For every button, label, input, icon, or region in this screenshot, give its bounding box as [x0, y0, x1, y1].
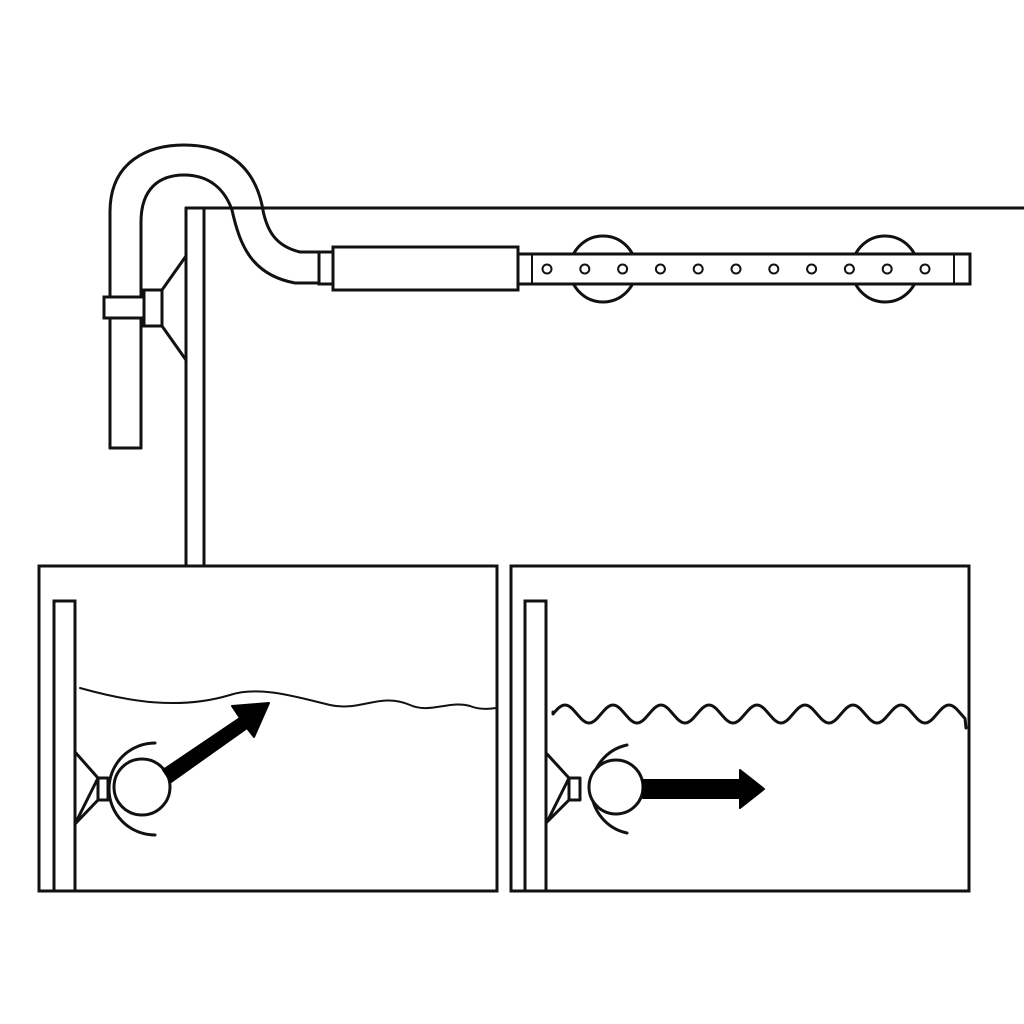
tank-wall — [52, 599, 77, 893]
pipe-connector — [331, 245, 520, 292]
spray-hole — [730, 263, 742, 275]
flow-arrow-icon — [162, 702, 270, 783]
spray-hole — [768, 263, 780, 275]
panel-left-frame — [37, 564, 499, 893]
u-shaped-pipe-icon — [108, 143, 335, 450]
spray-hole — [654, 263, 666, 275]
spray-hole — [692, 263, 704, 275]
spray-bar-icon — [516, 252, 972, 286]
pipe-clip — [102, 288, 164, 328]
spray-hole — [617, 263, 629, 275]
spray-hole — [541, 263, 553, 275]
round-nozzle-icon — [587, 743, 645, 835]
round-nozzle-icon — [107, 741, 172, 837]
suction-cup-icon — [160, 254, 188, 362]
spray-hole — [579, 263, 591, 275]
spray-bar-holes — [541, 263, 931, 275]
tank-left-wall — [184, 206, 206, 568]
water-surface — [551, 703, 968, 730]
flow-arrow-icon — [642, 769, 765, 809]
panel-left — [37, 564, 499, 893]
tank-wall — [523, 599, 548, 893]
water-surface — [79, 687, 497, 710]
spray-hole — [881, 263, 893, 275]
spray-hole — [919, 263, 931, 275]
spray-hole — [843, 263, 855, 275]
spray-hole — [806, 263, 818, 275]
suction-cup-icon — [545, 752, 582, 824]
tank-top-scene — [102, 143, 1024, 568]
panel-right — [509, 564, 971, 893]
panel-right-frame — [509, 564, 971, 893]
